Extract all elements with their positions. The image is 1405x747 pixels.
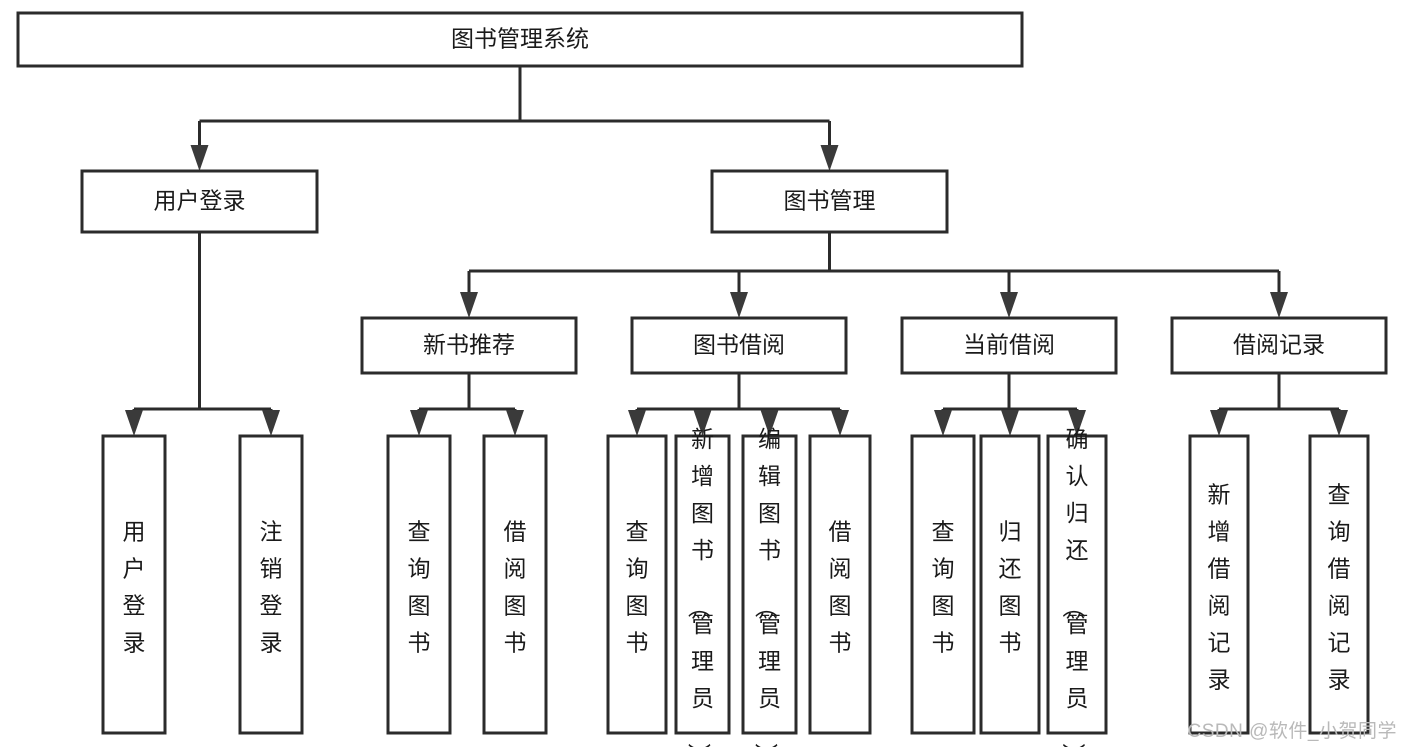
node-level3-0[interactable]: 新书推荐 [360,316,578,375]
node-leaf-10-label: 确认归还（管理员） [1061,426,1089,747]
arrow-head-icon [730,292,748,318]
node-leaf-8[interactable]: 查询图书 [910,434,976,735]
node-leaf-7[interactable]: 借阅图书 [808,434,872,735]
node-leaf-4-box[interactable] [606,434,668,735]
arrow-head-icon [262,410,280,436]
node-leaf-0-label: 用户登录 [123,518,146,655]
node-leaf-2-box[interactable] [386,434,452,735]
arrow-head-icon [1001,410,1019,436]
arrow-head-icon [1068,410,1086,436]
node-leaf-11[interactable]: 新增借阅记录 [1188,434,1250,735]
node-leaf-2[interactable]: 查询图书 [386,434,452,735]
node-leaf-0[interactable]: 用户登录 [101,434,167,735]
node-root-label: 图书管理系统 [451,26,589,52]
node-level2-0[interactable]: 用户登录 [80,169,319,234]
node-leaf-1-box[interactable] [238,434,304,735]
node-leaf-8-box[interactable] [910,434,976,735]
node-leaf-7-box[interactable] [808,434,872,735]
node-leaf-11-box[interactable] [1188,434,1250,735]
node-leaf-4-label: 查询图书 [626,518,649,655]
node-level2-1-box[interactable] [710,169,949,234]
node-level3-2[interactable]: 当前借阅 [900,316,1118,375]
arrow-head-icon [831,410,849,436]
node-leaf-9-label: 归还图书 [999,518,1022,655]
node-leaf-6[interactable]: 编辑图书（管理员） [741,426,798,747]
node-leaf-6-label: 编辑图书（管理员） [753,426,781,747]
arrow-head-icon [760,410,779,436]
node-level3-0-box[interactable] [360,316,578,375]
arrow-head-icon [628,410,646,436]
node-leaf-12-box[interactable] [1308,434,1370,735]
node-leaf-7-label: 借阅图书 [829,518,852,655]
arrow-head-icon [410,410,428,436]
node-leaf-3-box[interactable] [482,434,548,735]
arrow-head-icon [1330,410,1348,436]
node-leaf-0-box[interactable] [101,434,167,735]
node-level3-2-label: 当前借阅 [963,332,1055,358]
arrow-head-icon [506,410,524,436]
node-leaf-4[interactable]: 查询图书 [606,434,668,735]
node-leaf-5[interactable]: 新增图书（管理员） [674,426,731,747]
node-leaf-9[interactable]: 归还图书 [979,434,1041,735]
node-leaf-12[interactable]: 查询借阅记录 [1308,434,1370,735]
node-leaf-3[interactable]: 借阅图书 [482,434,548,735]
node-leaf-3-label: 借阅图书 [504,518,527,655]
node-leaf-6-box[interactable] [741,434,798,735]
node-level3-1-label: 图书借阅 [693,332,785,358]
node-leaf-10[interactable]: 确认归还（管理员） [1046,426,1108,747]
node-boxes: 图书管理系统用户登录图书管理新书推荐图书借阅当前借阅借阅记录用户登录注销登录查询… [16,11,1388,747]
node-level2-1[interactable]: 图书管理 [710,169,949,234]
node-level3-2-box[interactable] [900,316,1118,375]
node-leaf-9-box[interactable] [979,434,1041,735]
node-level3-3[interactable]: 借阅记录 [1170,316,1388,375]
arrow-head-icon [1000,292,1018,318]
node-level2-1-label: 图书管理 [784,188,876,214]
node-leaf-11-label: 新增借阅记录 [1208,481,1231,692]
node-level3-1[interactable]: 图书借阅 [630,316,848,375]
connector-edges [125,66,1348,436]
node-leaf-2-label: 查询图书 [408,518,431,655]
node-leaf-5-label: 新增图书（管理员） [686,426,714,747]
arrow-head-icon [190,145,209,171]
node-leaf-8-label: 查询图书 [932,518,955,655]
node-level3-3-label: 借阅记录 [1233,332,1325,358]
watermark-text: CSDN @软件_小贺同学 [1187,721,1397,742]
node-level3-0-label: 新书推荐 [423,332,515,358]
arrow-head-icon [693,410,712,436]
node-root[interactable]: 图书管理系统 [16,11,1024,68]
arrow-head-icon [820,145,839,171]
node-leaf-12-label: 查询借阅记录 [1328,481,1351,692]
node-leaf-10-box[interactable] [1046,434,1108,735]
node-leaf-1[interactable]: 注销登录 [238,434,304,735]
arrow-head-icon [934,410,952,436]
node-level2-0-box[interactable] [80,169,319,234]
arrow-head-icon [1210,410,1228,436]
node-root-box[interactable] [16,11,1024,68]
arrow-head-icon [125,410,143,436]
node-leaf-5-box[interactable] [674,434,731,735]
arrow-head-icon [460,292,478,318]
node-level3-1-box[interactable] [630,316,848,375]
arrow-head-icon [1270,292,1288,318]
node-level2-0-label: 用户登录 [154,188,246,214]
node-leaf-1-label: 注销登录 [260,518,283,655]
node-level3-3-box[interactable] [1170,316,1388,375]
